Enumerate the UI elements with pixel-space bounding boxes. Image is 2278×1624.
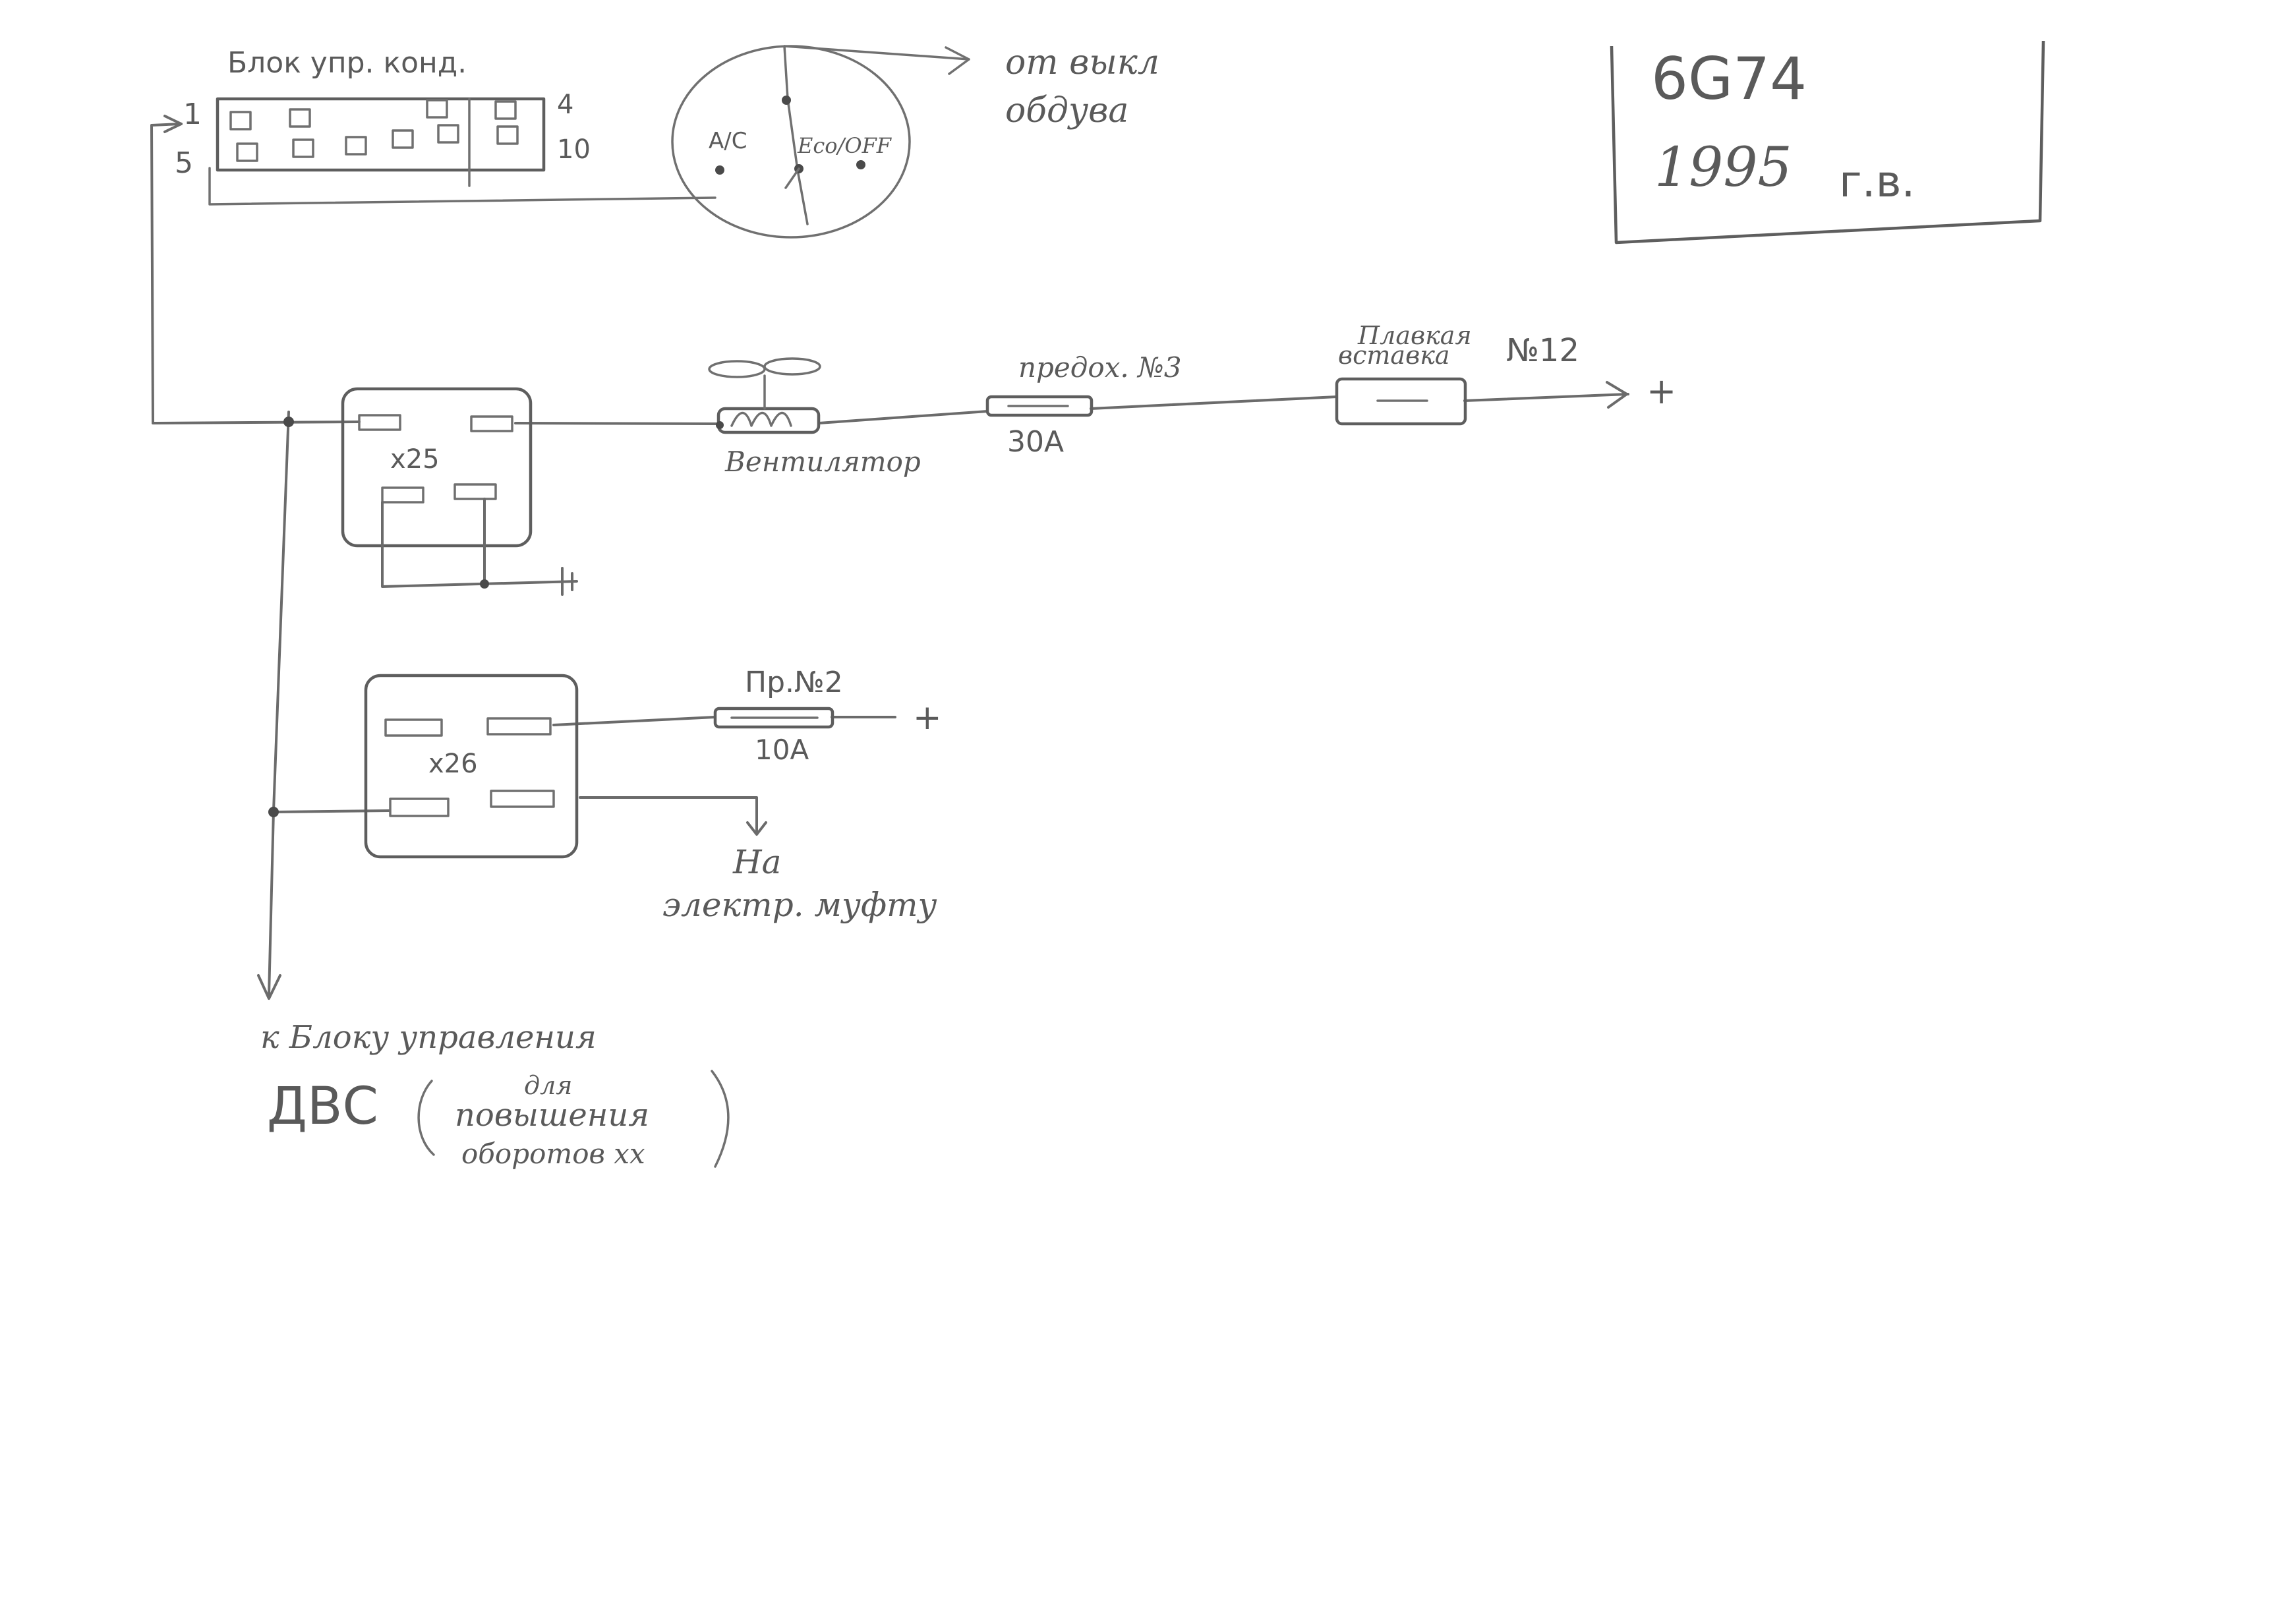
engine-code: 6G74 (1651, 45, 1807, 113)
fan: Вентилятор (708, 357, 921, 478)
pin-1-label: 1 (183, 98, 202, 131)
fusible-link-12-label-2: вставка (1338, 341, 1450, 370)
relay-x25-body (341, 387, 533, 548)
fusible-link-12-label-1: Плавкая (1357, 321, 1472, 350)
connector-pins (229, 99, 519, 162)
pin-4-label: 4 (557, 90, 573, 120)
connector-outline (216, 97, 546, 172)
wire-x25-to-fan (514, 422, 720, 425)
relay-x25-pin-3 (381, 486, 424, 504)
relay-x25: x25 (341, 387, 578, 596)
switch-ac-label: A/C (709, 128, 747, 154)
ecu-note-close-paren (711, 1070, 730, 1168)
wire-fuse3-to-link12 (1090, 395, 1338, 410)
ecu-note-open-paren (417, 1080, 435, 1156)
fuse-2: Пр.№2 10A (713, 666, 843, 766)
ac-control-unit-label: Блок упр. конд. (227, 46, 467, 80)
fan-body (716, 407, 821, 434)
fuse-3-rating: 30A (1007, 425, 1064, 459)
clutch-label-1: На (732, 843, 781, 881)
wire-x26-to-clutch (579, 796, 758, 833)
fuse-3: предох. №3 30A (985, 351, 1182, 459)
junction-x26 (268, 807, 279, 817)
ecu-note-3: оборотов хх (461, 1138, 645, 1170)
power-plus-1: + (1647, 370, 1676, 412)
wires (150, 115, 1629, 1000)
ecu-note-1: для (524, 1071, 572, 1100)
title-box: 6G74 1995 г.в. (1610, 40, 2045, 245)
clutch-output: На электр. муфту (662, 843, 937, 924)
ecu-output: к Блоку управления ДВС для повышения обо… (260, 1019, 730, 1170)
relay-x26-pin-4 (490, 790, 555, 808)
fuse-2-label: Пр.№2 (745, 666, 843, 699)
switch-lever (784, 167, 800, 189)
switch-eco-off-label: Eco/OFF (797, 133, 892, 158)
relay-x25-pin-1 (358, 414, 401, 431)
switch-common-wire (783, 45, 809, 225)
junction-x25 (283, 417, 294, 427)
wire-pin1-feed (150, 123, 183, 423)
relay-x25-ground-wire (381, 501, 578, 588)
relay-x25-pin-4 (453, 483, 497, 500)
switch-source-label-1: от выкл (1005, 43, 1159, 82)
relay-x25-pin-2 (470, 415, 513, 432)
relay-x26-pin-3 (389, 798, 450, 817)
wire-bus-to-x25 (152, 420, 361, 424)
fusible-link-12: Плавкая вставка №12 (1335, 321, 1579, 426)
relay-x26-pin-2 (486, 717, 552, 736)
fan-label: Вентилятор (724, 446, 921, 478)
fuse-3-label: предох. №3 (1018, 351, 1182, 384)
relay-x26-pin-1 (384, 718, 443, 737)
pin-10-label: 10 (557, 134, 591, 165)
switch-input-wire (783, 45, 970, 61)
wire-vertical-bus (268, 411, 290, 997)
relay-x26-body (364, 674, 579, 859)
switch-common-contact (782, 96, 791, 105)
relay-x25-label: x25 (390, 444, 440, 475)
wire-x26-to-fuse2 (552, 716, 716, 726)
model-year: 1995 (1654, 136, 1792, 199)
wire-plus-arrow-1 (1606, 381, 1628, 409)
relay-x26: x26 (364, 674, 579, 859)
ground-icon (561, 567, 573, 596)
fuse-3-body (985, 395, 1094, 417)
power-plus-2: + (913, 698, 942, 738)
switch-input-arrow (945, 46, 970, 75)
clutch-label-2: электр. муфту (662, 886, 937, 924)
model-year-suffix: г.в. (1839, 156, 1915, 207)
ac-control-unit: Блок упр. конд. 1 5 4 10 (175, 46, 716, 206)
switch-source-label-2: обдува (1005, 91, 1128, 130)
relay-x26-label: x26 (428, 749, 478, 779)
wire-pin1-arrow (163, 115, 183, 133)
switch-eco-contact (856, 160, 865, 169)
wire-fan-to-fuse3 (817, 410, 989, 424)
ecu-label-2: ДВС (267, 1077, 378, 1136)
switch-ac-contact (715, 165, 724, 175)
wire-ecu-arrow (257, 974, 281, 1000)
ac-eco-switch: A/C Eco/OFF от выкл обдува (671, 43, 1159, 239)
fuse-2-rating: 10A (755, 734, 809, 766)
wire-bus-to-x26 (272, 809, 390, 813)
fan-icon (708, 357, 821, 378)
fusible-link-12-number: №12 (1506, 332, 1579, 369)
relay-x25-ground-junction (480, 579, 489, 589)
fuse-2-body (713, 707, 834, 729)
connector-lower-rail (208, 167, 716, 206)
fan-winding (730, 411, 792, 427)
ecu-label-1: к Блоку управления (260, 1019, 597, 1056)
wire-link12-to-plus (1463, 393, 1629, 402)
wire-clutch-arrow (746, 821, 767, 836)
ecu-note-2: повышения (455, 1097, 649, 1134)
fusible-link-12-body (1335, 377, 1467, 426)
pin-5-label: 5 (175, 146, 193, 180)
